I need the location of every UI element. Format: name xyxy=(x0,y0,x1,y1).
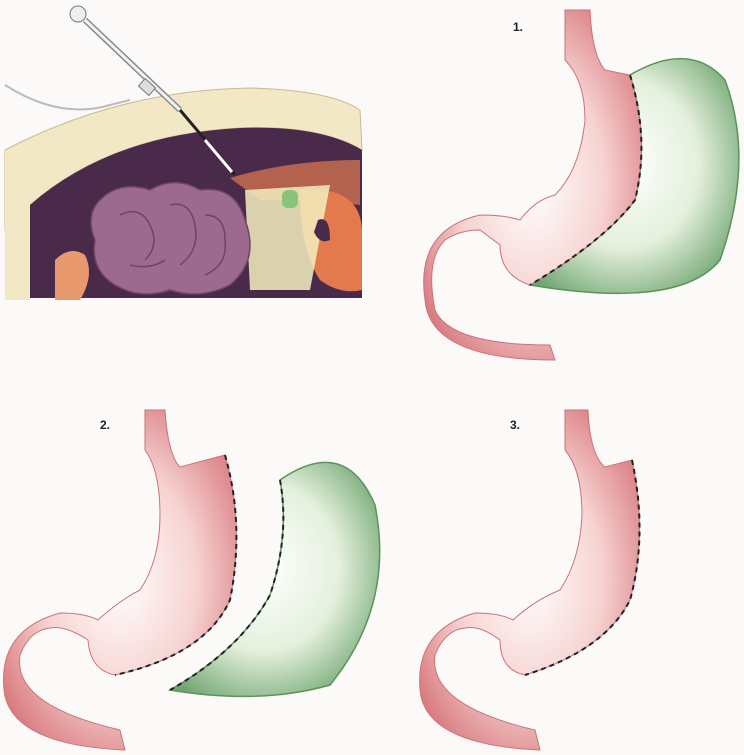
remaining-stomach xyxy=(3,410,236,750)
cable xyxy=(5,85,130,110)
stomach-diagram-3 xyxy=(420,385,744,755)
wall-left xyxy=(5,150,30,300)
remaining-stomach xyxy=(424,10,642,360)
step-1-panel: 1. xyxy=(420,0,744,370)
colon xyxy=(55,251,89,300)
stomach-diagram-1 xyxy=(420,0,744,370)
laparoscopic-panel xyxy=(0,0,370,310)
step-2-panel: 2. xyxy=(0,385,400,755)
step-1-label: 1. xyxy=(513,20,523,34)
abdominal-cavity-illustration xyxy=(0,0,370,310)
intestines xyxy=(91,183,250,295)
step-3-label: 3. xyxy=(510,418,520,432)
step-3-panel: 3. xyxy=(420,385,744,755)
stomach-diagram-2 xyxy=(0,385,400,755)
step-2-label: 2. xyxy=(100,418,110,432)
sleeve-stomach xyxy=(420,410,640,750)
green-marker xyxy=(282,190,298,208)
